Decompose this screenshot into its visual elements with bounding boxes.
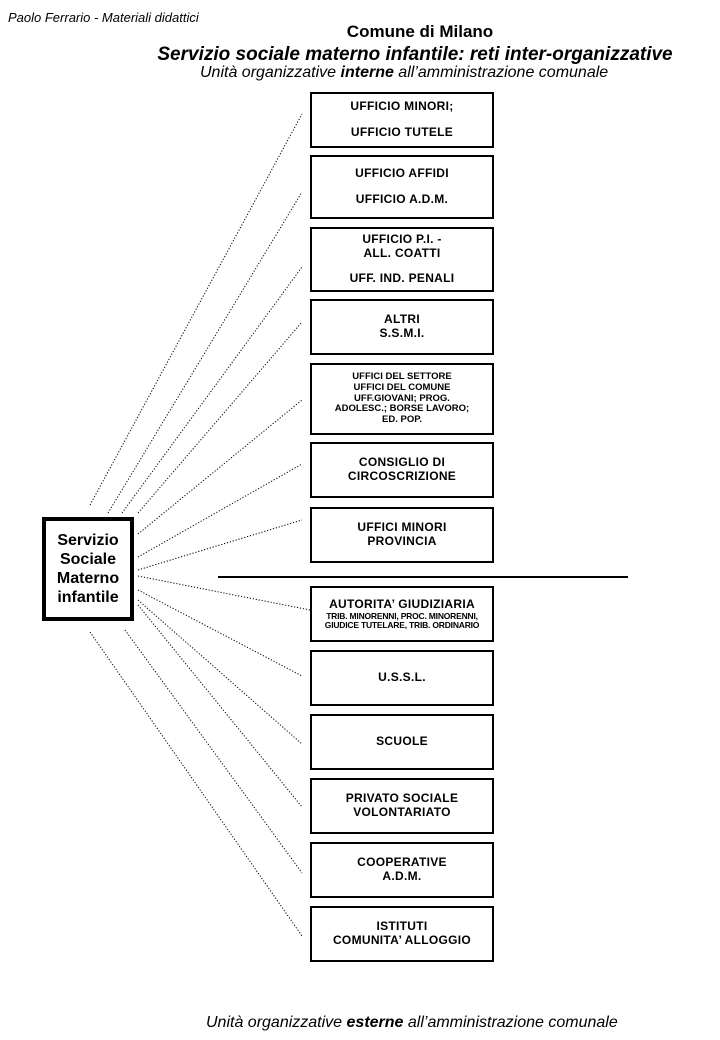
unit-sub-label-line: TRIB. MINORENNI, PROC. MINORENNI, [326, 610, 478, 621]
connector-line [137, 575, 311, 611]
unit-label-line: UFF.GIOVANI; PROG. [354, 392, 450, 404]
unit-label-line: U.S.S.L. [378, 670, 426, 685]
central-line: Sociale [59, 550, 116, 568]
unit-label-line: PRIVATO SOCIALE [345, 791, 459, 806]
unit-label-line: UFFICI MINORI [357, 520, 447, 535]
central-line: Materno [56, 570, 120, 587]
external-caption-suffix: all’amministrazione comunale [403, 1014, 618, 1031]
unit-label-line: S.S.M.I. [379, 326, 425, 340]
unit-label-line: CIRCOSCRIZIONE [347, 469, 457, 483]
internal-unit-box: UFFICIO AFFIDI UFFICIO A.D.M. [310, 155, 494, 219]
unit-label-line: COOPERATIVE [357, 855, 447, 870]
unit-label-line: COMUNITA’ ALLOGGIO [332, 933, 472, 947]
unit-label-line: A.D.M. [382, 869, 422, 883]
external-units-caption: Unità organizzative esterne all’amminist… [206, 1014, 618, 1032]
connector-line [89, 113, 303, 506]
unit-label-line: UFF. IND. PENALI [349, 271, 455, 286]
page-subtitle: Servizio sociale materno infantile: reti… [157, 44, 673, 65]
unit-label-line: UFFICIO TUTELE [350, 125, 454, 139]
unit-label-line: SCUOLE [376, 734, 428, 749]
unit-label-line: AUTORITA’ GIUDIZIARIA [329, 596, 475, 611]
unit-label-line: VOLONTARIATO [353, 805, 451, 819]
unit-label-line: UFFICI DEL COMUNE [353, 381, 451, 393]
central-service-box: Servizio Sociale Materno infantile [42, 517, 134, 621]
external-caption-emphasis: esterne [346, 1014, 404, 1031]
unit-label-line: ALTRI [384, 312, 420, 327]
unit-label-line: UFFICIO A.D.M. [355, 192, 449, 206]
connector-line [121, 266, 303, 514]
connector-line [137, 599, 303, 745]
external-unit-box: U.S.S.L. [310, 650, 494, 706]
unit-label-line: CONSIGLIO DI [358, 455, 446, 470]
unit-label-line: UFFICIO P.I. - [362, 231, 442, 246]
connector-line [107, 191, 303, 514]
page-title: Comune di Milano [346, 22, 494, 41]
unit-label-line: ED. POP. [382, 414, 422, 426]
connector-line [137, 589, 303, 677]
unit-label-line: UFFICI DEL SETTORE [352, 370, 452, 382]
unit-label-line: UFFICIO AFFIDI [355, 166, 449, 181]
connector-line [137, 399, 303, 535]
unit-label-line: ALL. COATTI [363, 245, 441, 260]
connector-line [137, 604, 303, 808]
central-service-label: Servizio Sociale Materno infantile [57, 531, 119, 608]
connector-line [137, 519, 303, 571]
connector-line [124, 629, 303, 874]
external-unit-box: SCUOLE [310, 714, 494, 770]
internal-unit-box: UFFICIO MINORI; UFFICIO TUTELE [310, 92, 494, 148]
external-caption-prefix: Unità organizzative [206, 1014, 347, 1031]
unit-sub-label-line: GIUDICE TUTELARE, TRIB. ORDINARIO [324, 619, 480, 630]
connector-line [137, 321, 303, 514]
unit-label-line: PROVINCIA [367, 534, 437, 548]
central-line: infantile [57, 589, 119, 607]
unit-label-line: ADOLESC.; BORSE LAVORO; [334, 403, 470, 415]
internal-unit-box: UFFICIO P.I. -ALL. COATTI UFF. IND. PENAL… [310, 227, 494, 292]
connector-line [137, 463, 303, 558]
unit-label-line: ISTITUTI [376, 919, 428, 934]
author-credit: Paolo Ferrario - Materiali didattici [8, 10, 199, 25]
internal-caption-prefix: Unità organizzative [200, 64, 341, 81]
unit-label-line: UFFICIO MINORI; [350, 99, 454, 114]
internal-caption-emphasis: interne [340, 64, 394, 81]
internal-units-caption: Unità organizzative interne all’amminist… [200, 64, 608, 82]
central-line: Servizio [57, 531, 119, 549]
internal-external-divider [218, 576, 628, 578]
connector-line [89, 631, 303, 937]
internal-caption-suffix: all’amministrazione comunale [393, 64, 609, 81]
